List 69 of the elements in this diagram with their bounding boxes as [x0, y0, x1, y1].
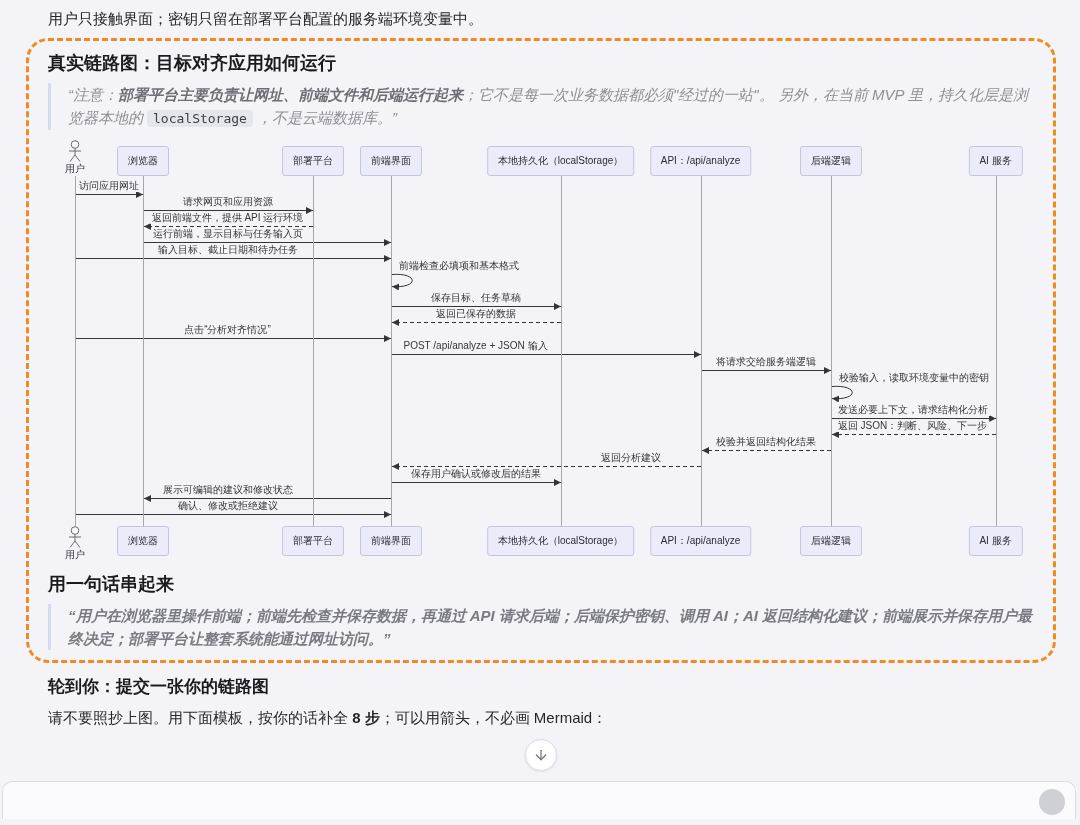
message-label: 请求网页和应用资源 [180, 196, 275, 208]
message-arrow [143, 207, 313, 214]
message-arrow [831, 415, 996, 422]
message-arrow [75, 511, 391, 518]
lifeline [312, 176, 314, 526]
message-label: 输入目标、截止日期和待办任务 [155, 244, 300, 256]
section-heading: 用一句话串起来 [48, 573, 175, 596]
message-label: 校验并返回结构化结果 [713, 436, 818, 448]
section-heading: 轮到你：提交一张你的链路图 [48, 676, 270, 698]
participant-box: 本地持久化（localStorage） [486, 146, 635, 176]
actor-label: 用户 [64, 162, 85, 176]
participant-box: 浏览器 [116, 526, 169, 556]
message-arrow [831, 431, 996, 438]
participant-box: 浏览器 [116, 146, 169, 176]
participant-box: API：/api/analyze [649, 146, 752, 176]
message-arrow [701, 367, 831, 374]
participant-box: 本地持久化（localStorage） [486, 526, 635, 556]
message-arrow [143, 495, 391, 502]
actor-label: 用户 [64, 548, 85, 562]
participant-box: API：/api/analyze [649, 526, 752, 556]
message-arrow [391, 351, 701, 358]
section-heading: 真实链路图：目标对齐应用如何运行 [48, 52, 337, 75]
message-label: 保存用户确认或修改后的结果 [408, 468, 543, 480]
lifeline [995, 176, 997, 526]
lifeline [830, 176, 832, 526]
message-arrow [75, 335, 391, 342]
participant-box: 部署平台 [281, 526, 344, 556]
message-label: POST /api/analyze + JSON 输入 [401, 340, 550, 352]
message-label: 返回前端文件，提供 API 运行环境 [149, 212, 306, 224]
message-arrow [391, 463, 701, 470]
message-label: 返回已保存的数据 [433, 308, 518, 320]
quote-text: “用户在浏览器里操作前端；前端先检查并保存数据，再通过 API 请求后端；后端保护密钥、调用 AI；AI 返回结构化建议；前端展示并保存用户最终决定；部署平台让整套系统能通过网址访问。” [68, 606, 1034, 649]
participant-box: AI 服务 [968, 526, 1023, 556]
lifeline [700, 176, 702, 526]
message-arrow [143, 239, 391, 246]
lifeline [74, 176, 76, 526]
message-arrow [391, 319, 561, 326]
participant-box: 前端界面 [359, 526, 422, 556]
message-label: 将请求交给服务端逻辑 [713, 356, 818, 368]
message-arrow [391, 479, 561, 486]
lifeline [390, 176, 392, 526]
message-label: 点击“分析对齐情况” [182, 324, 273, 336]
message-label: 返回 JSON：判断、风险、下一步 [835, 420, 990, 432]
message-arrow [831, 385, 853, 403]
message-label: 保存目标、任务草稿 [428, 292, 523, 304]
lifeline [560, 176, 562, 526]
participant-box: 部署平台 [281, 146, 344, 176]
message-label: 运行前端，显示目标与任务输入页 [150, 228, 305, 240]
message-arrow [75, 255, 391, 262]
participant-box: 后端逻辑 [799, 146, 862, 176]
message-label: 返回分析建议 [598, 452, 663, 464]
lifeline [142, 176, 144, 526]
intro-text: 用户只接触界面；密钥只留在部署平台配置的服务端环境变量中。 [48, 9, 484, 29]
instruction-text: 请不要照抄上图。用下面模板，按你的话补全 8 步；可以用箭头，不必画 Mermaid： [48, 708, 609, 728]
message-label: 发送必要上下文，请求结构化分析 [835, 404, 990, 416]
message-arrow [701, 447, 831, 454]
participant-box: AI 服务 [968, 146, 1023, 176]
participant-box: 后端逻辑 [799, 526, 862, 556]
participant-box: 前端界面 [359, 146, 422, 176]
message-label: 展示可编辑的建议和修改状态 [160, 484, 295, 496]
message-label: 前端检查必填项和基本格式 [396, 260, 521, 272]
message-label: 校验输入，读取环境变量中的密钥 [836, 372, 991, 384]
message-label: 访问应用网址 [76, 180, 141, 192]
message-arrow [391, 273, 413, 291]
message-label: 确认、修改或拒绝建议 [175, 500, 280, 512]
message-arrow [143, 223, 313, 230]
message-arrow [391, 303, 561, 310]
quote-text: “注意：部署平台主要负责让网址、前端文件和后端运行起来；它不是每一次业务数据都必须"经过的一站"。 另外，在当前 MVP 里，持久化层是浏览器本地的 localStorage ，不是云端数据库。” [68, 85, 1031, 129]
message-arrow [75, 191, 143, 198]
